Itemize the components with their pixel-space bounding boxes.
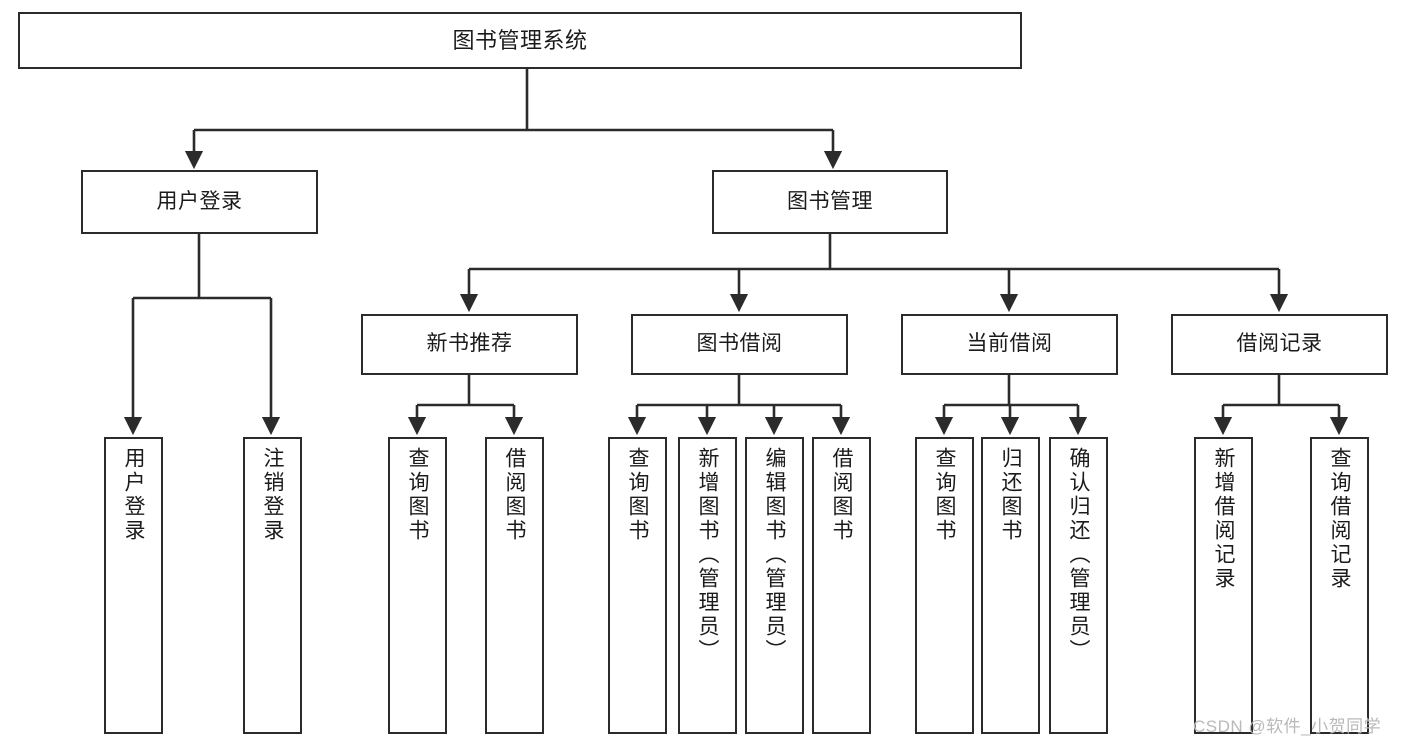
leaf-add-borrow-record-label: 新增借阅记录 [1212, 447, 1235, 591]
leaf-query-book-rec[interactable]: 查询图书 [388, 437, 447, 734]
leaf-edit-book-admin-label: 编辑图书（管理员） [763, 447, 786, 663]
leaf-return-book[interactable]: 归还图书 [981, 437, 1040, 734]
node-book-borrow[interactable]: 图书借阅 [631, 314, 848, 375]
leaf-borrow-book-label: 借阅图书 [830, 447, 853, 543]
leaf-logout-label: 注销登录 [261, 447, 284, 543]
leaf-confirm-return-admin-label: 确认归还（管理员） [1067, 447, 1090, 663]
node-current-borrow-label: 当前借阅 [966, 332, 1053, 356]
node-user-login-label: 用户登录 [156, 189, 243, 213]
node-root-label: 图书管理系统 [452, 27, 588, 53]
leaf-query-book-rec-label: 查询图书 [406, 447, 429, 543]
node-book-borrow-label: 图书借阅 [696, 332, 783, 356]
leaf-query-book-borrow[interactable]: 查询图书 [608, 437, 667, 734]
leaf-query-book-borrow-label: 查询图书 [626, 447, 649, 543]
leaf-query-book-current[interactable]: 查询图书 [915, 437, 974, 734]
leaf-query-borrow-record[interactable]: 查询借阅记录 [1310, 437, 1369, 734]
node-root[interactable]: 图书管理系统 [18, 12, 1022, 69]
leaf-borrow-book-rec[interactable]: 借阅图书 [485, 437, 544, 734]
leaf-user-login-label: 用户登录 [122, 447, 145, 543]
leaf-return-book-label: 归还图书 [999, 447, 1022, 543]
leaf-query-book-current-label: 查询图书 [933, 447, 956, 543]
leaf-edit-book-admin[interactable]: 编辑图书（管理员） [745, 437, 804, 734]
leaf-user-login[interactable]: 用户登录 [104, 437, 163, 734]
node-book-mgmt[interactable]: 图书管理 [712, 170, 948, 234]
leaf-borrow-book-rec-label: 借阅图书 [503, 447, 526, 543]
leaf-add-borrow-record[interactable]: 新增借阅记录 [1194, 437, 1253, 734]
leaf-add-book-admin-label: 新增图书（管理员） [696, 447, 719, 663]
leaf-confirm-return-admin[interactable]: 确认归还（管理员） [1049, 437, 1108, 734]
node-new-book-rec[interactable]: 新书推荐 [361, 314, 578, 375]
node-borrow-record-label: 借阅记录 [1236, 332, 1323, 356]
node-current-borrow[interactable]: 当前借阅 [901, 314, 1118, 375]
leaf-query-borrow-record-label: 查询借阅记录 [1328, 447, 1351, 591]
node-user-login[interactable]: 用户登录 [81, 170, 318, 234]
leaf-logout[interactable]: 注销登录 [243, 437, 302, 734]
leaf-add-book-admin[interactable]: 新增图书（管理员） [678, 437, 737, 734]
node-book-mgmt-label: 图书管理 [787, 189, 873, 213]
leaf-borrow-book[interactable]: 借阅图书 [812, 437, 871, 734]
node-new-book-rec-label: 新书推荐 [426, 332, 513, 356]
node-borrow-record[interactable]: 借阅记录 [1171, 314, 1388, 375]
